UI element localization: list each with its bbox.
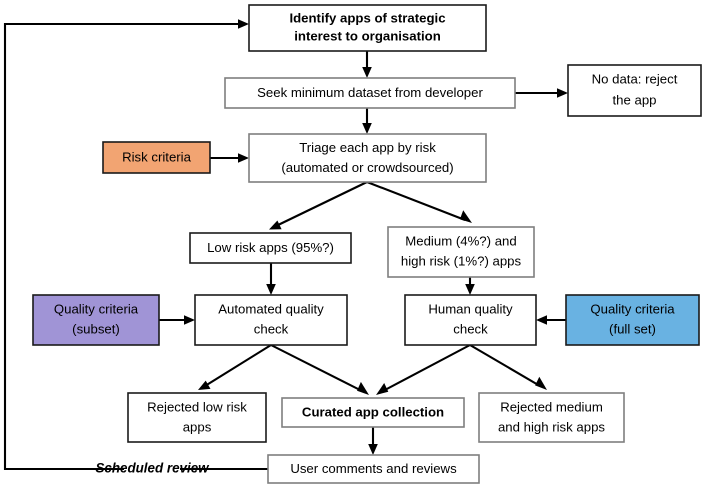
node-quality-criteria-full-line-2: (full set)	[609, 321, 656, 336]
arrowhead-fullset-humancheck	[536, 315, 547, 325]
arrowhead-to-lowrisk	[269, 220, 282, 230]
node-user-comments-label: User comments and reviews	[290, 461, 457, 476]
edge-autocheck-to-curated	[270, 344, 369, 395]
edge-comments-to-identify	[3, 19, 268, 471]
node-triage[interactable]: Triage each app by risk (automated or cr…	[248, 133, 487, 183]
node-rejected-low-risk-line-2: apps	[183, 419, 212, 434]
edge-fullset-to-humancheck	[536, 315, 566, 325]
arrowhead-to-medhigh	[459, 210, 472, 223]
node-rejected-low-risk-line-1: Rejected low risk	[147, 399, 247, 414]
edge-identify-to-seek	[362, 51, 372, 78]
arrowhead-to-rejectedlow	[198, 380, 211, 390]
edge-riskcriteria-to-triage	[210, 153, 249, 163]
node-rejected-medium-high-line-1: Rejected medium	[500, 399, 603, 414]
node-rejected-low-risk-apps[interactable]: Rejected low risk apps	[127, 392, 267, 443]
edge-seek-to-triage	[362, 108, 372, 134]
node-medium-high-risk-line-1: Medium (4%?) and	[405, 233, 516, 248]
edge-label-scheduled-review: Scheduled review	[95, 461, 210, 476]
node-rejected-medium-high-risk-apps[interactable]: Rejected medium and high risk apps	[478, 392, 625, 443]
node-human-quality-check[interactable]: Human quality check	[404, 294, 537, 346]
edge-humancheck-to-curated	[376, 344, 471, 395]
node-rejected-medium-high-line-2: and high risk apps	[498, 419, 605, 434]
node-no-data-reject-line-2: the app	[613, 92, 657, 107]
node-automated-quality-check-line-1: Automated quality	[218, 301, 324, 316]
arrowhead-to-triage	[362, 123, 372, 134]
arrowhead-to-autocheck	[266, 284, 276, 295]
node-low-risk-apps[interactable]: Low risk apps (95%?)	[189, 232, 352, 264]
nodes-layer: Identify apps of strategic interest to o…	[32, 4, 702, 484]
node-user-comments-and-reviews[interactable]: User comments and reviews	[267, 454, 480, 484]
node-curated-app-collection-label: Curated app collection	[302, 404, 444, 419]
node-quality-criteria-subset[interactable]: Quality criteria (subset)	[32, 294, 160, 346]
node-risk-criteria[interactable]: Risk criteria	[102, 141, 211, 174]
arrowhead-to-comments	[368, 444, 378, 455]
edge-curated-to-comments	[368, 427, 378, 455]
edge-lowrisk-to-autocheck	[266, 263, 276, 295]
node-seek-dataset[interactable]: Seek minimum dataset from developer	[224, 77, 516, 109]
node-seek-dataset-label: Seek minimum dataset from developer	[257, 85, 483, 100]
arrowhead-subset-autocheck	[184, 315, 195, 325]
edge-humancheck-to-rejectedmedhigh	[469, 344, 547, 390]
edge-triage-to-lowrisk	[269, 181, 368, 230]
node-risk-criteria-label: Risk criteria	[122, 149, 192, 164]
edge-seek-to-nodata	[515, 88, 568, 98]
node-quality-criteria-full-set[interactable]: Quality criteria (full set)	[565, 294, 700, 346]
edge-autocheck-to-rejectedlow	[198, 344, 272, 390]
node-identify-apps[interactable]: Identify apps of strategic interest to o…	[248, 4, 487, 52]
edge-medhigh-to-humancheck	[465, 277, 475, 295]
arrowhead-to-identify	[238, 19, 249, 29]
arrowhead-autocheck-curated	[357, 381, 369, 395]
node-human-quality-check-line-1: Human quality	[428, 301, 513, 316]
node-triage-line-1: Triage each app by risk	[299, 140, 436, 155]
node-automated-quality-check-line-2: check	[254, 321, 289, 336]
node-quality-criteria-full-line-1: Quality criteria	[590, 301, 675, 316]
arrowhead-to-humancheck	[465, 284, 475, 295]
arrowhead-humancheck-curated	[376, 383, 389, 395]
arrowhead-to-seek	[362, 67, 372, 78]
edges-layer	[3, 19, 568, 471]
node-medium-high-risk-apps[interactable]: Medium (4%?) and high risk (1%?) apps	[387, 226, 535, 278]
node-triage-line-2: (automated or crowdsourced)	[281, 160, 453, 175]
node-identify-apps-line-1: Identify apps of strategic	[289, 10, 445, 25]
node-no-data-reject-line-1: No data: reject	[592, 71, 678, 86]
edge-subset-to-autocheck	[159, 315, 195, 325]
arrowhead-to-rejectedmedhigh	[535, 376, 547, 390]
scheduled-review-label: Scheduled review	[95, 461, 210, 476]
arrowhead-riskcriteria-triage	[238, 153, 249, 163]
node-automated-quality-check[interactable]: Automated quality check	[194, 294, 348, 346]
node-human-quality-check-line-2: check	[453, 321, 488, 336]
node-quality-criteria-subset-line-2: (subset)	[72, 321, 120, 336]
node-identify-apps-line-2: interest to organisation	[294, 28, 441, 43]
node-no-data-reject[interactable]: No data: reject the app	[567, 64, 702, 117]
node-low-risk-apps-label: Low risk apps (95%?)	[207, 240, 334, 255]
node-quality-criteria-subset-line-1: Quality criteria	[54, 301, 139, 316]
edge-triage-to-medhigh	[366, 181, 472, 223]
arrowhead-to-nodata	[557, 88, 568, 98]
node-curated-app-collection[interactable]: Curated app collection	[281, 397, 465, 428]
node-medium-high-risk-line-2: high risk (1%?) apps	[401, 253, 522, 268]
